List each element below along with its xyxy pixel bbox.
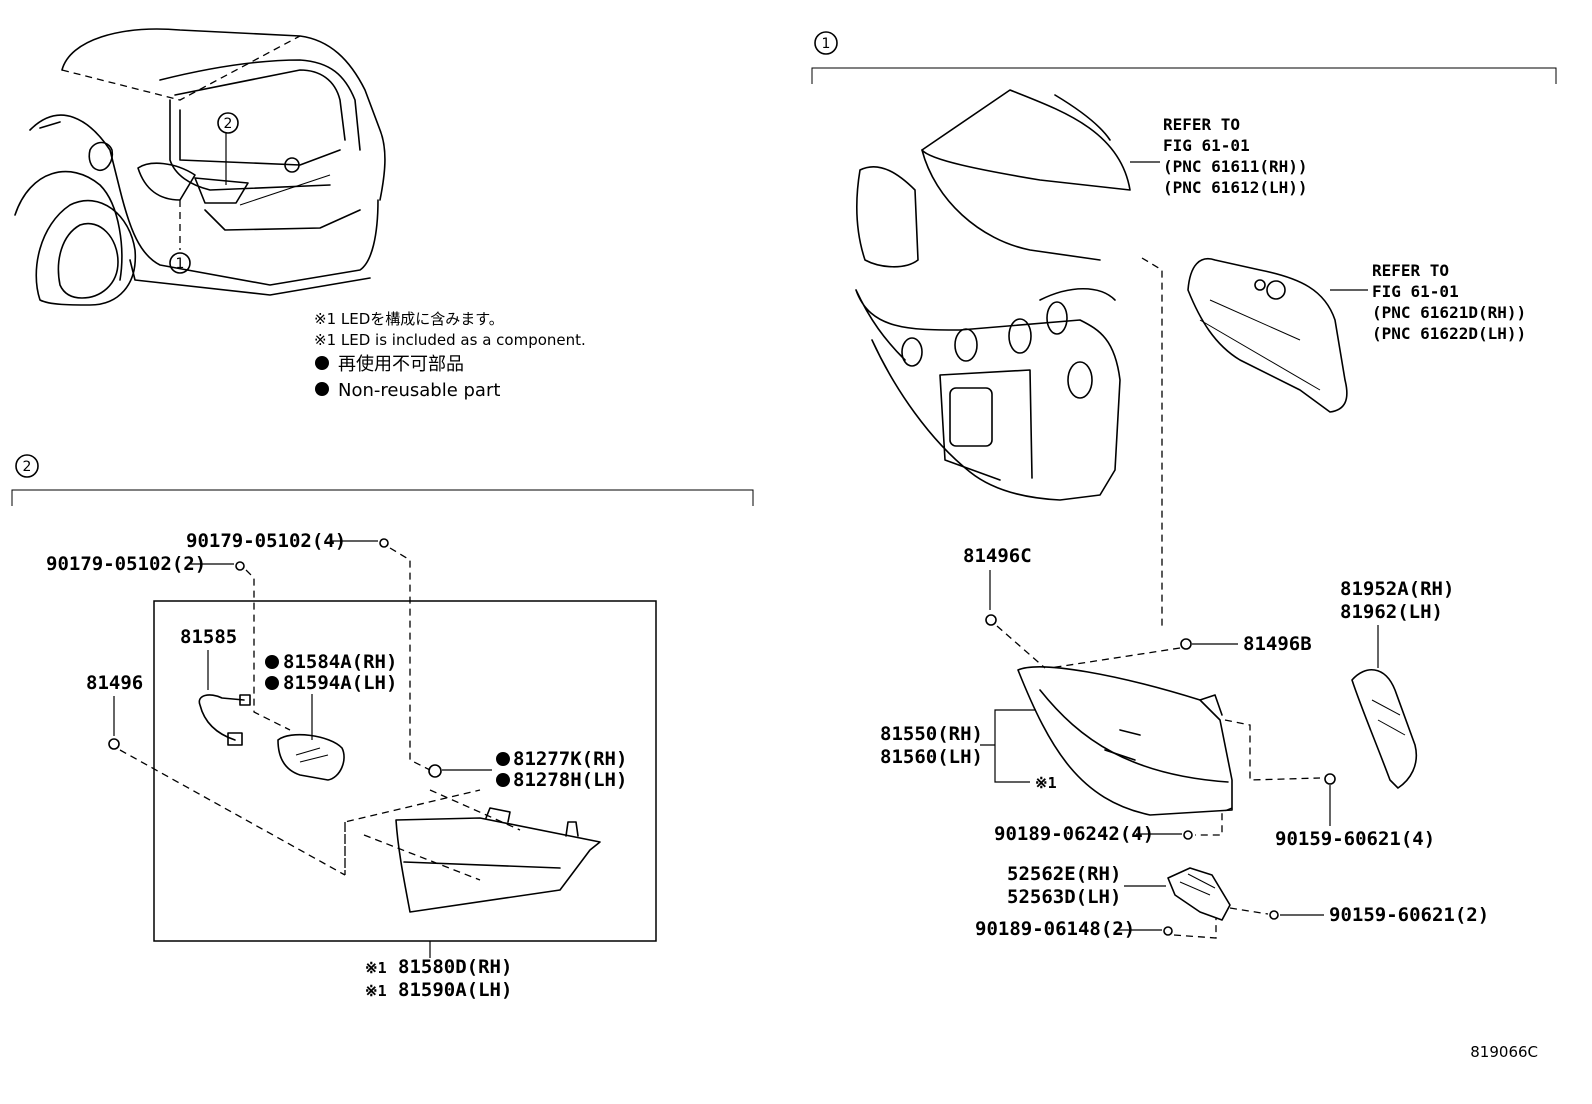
part-81550: 81550(RH) [880,723,983,745]
note-led-en: ※1 LED is included as a component. [314,331,586,349]
refer2-line3: (PNC 61621D(RH)) [1372,303,1526,322]
part-90159-60621-4: 90159-60621(4) [1275,828,1435,850]
section-1: 1 REFER TO FIG 61-01 (PNC 61611(RH)) (PN… [811,31,1557,940]
assembly-box [153,600,657,942]
filled-circle-icon [315,382,329,396]
part-90189-06148-2: 90189-06148(2) [975,918,1135,940]
part-52563D: 52563D(LH) [1007,886,1121,908]
part-81277K: 81277K(RH) [513,748,627,770]
note-led-jp: ※1 LEDを構成に含みます。 [314,310,504,328]
part-81584A: 81584A(RH) [283,651,397,673]
part-90159-60621-2: 90159-60621(2) [1329,904,1489,926]
filled-circle-icon [315,356,329,370]
part-81594A: 81594A(LH) [283,672,397,694]
filled-circle-icon [496,752,510,766]
refer1-line2: FIG 61-01 [1163,136,1250,155]
part-81585: 81585 [180,626,237,648]
refer1-line3: (PNC 61611(RH)) [1163,157,1308,176]
filled-circle-icon [265,676,279,690]
part-81496C: 81496C [963,545,1032,567]
refer1-line4: (PNC 61612(LH)) [1163,178,1308,197]
note-nonreusable-jp: 再使用不可部品 [338,354,464,375]
part-52562E: 52562E(RH) [1007,863,1121,885]
part-81590A: 81590A(LH) [398,979,512,1001]
refer2-line4: (PNC 61622D(LH)) [1372,324,1526,343]
part-81952A: 81952A(RH) [1340,578,1454,600]
part-81496-left: 81496 [86,672,143,694]
callout-2-label: 2 [224,116,233,132]
note-marker-81550: ※1 [1035,774,1057,792]
legend-notes: ※1 LEDを構成に含みます。 ※1 LED is included as a … [314,310,586,401]
refer2-line2: FIG 61-01 [1372,282,1459,301]
refer1-line1: REFER TO [1163,115,1240,134]
filled-circle-icon [496,773,510,787]
part-81962: 81962(LH) [1340,601,1443,623]
note-marker-81580D: ※1 [365,959,387,977]
part-81278H: 81278H(LH) [513,769,627,791]
section-2: 2 90179-05102(4) 90179-05102(2) 81585 81… [11,454,754,1001]
part-81560: 81560(LH) [880,746,983,768]
part-90179-05102-2: 90179-05102(2) [46,553,206,575]
figure-id: 819066C [1470,1043,1538,1061]
part-90179-05102-4: 90179-05102(4) [186,530,346,552]
note-marker-81590A: ※1 [365,982,387,1000]
note-nonreusable-en: Non-reusable part [338,380,500,401]
refer2-line1: REFER TO [1372,261,1449,280]
vehicle-rear-illustration: 2 1 [14,28,386,306]
part-81496B: 81496B [1243,633,1312,655]
circled-number-icon [15,454,39,478]
section-1-number: 1 [822,36,831,52]
circled-number-icon [814,31,838,55]
callout-1-label: 1 [176,256,185,272]
part-81580D: 81580D(RH) [398,956,512,978]
filled-circle-icon [265,655,279,669]
part-90189-06242-4: 90189-06242(4) [994,823,1154,845]
section-2-number: 2 [23,459,32,475]
